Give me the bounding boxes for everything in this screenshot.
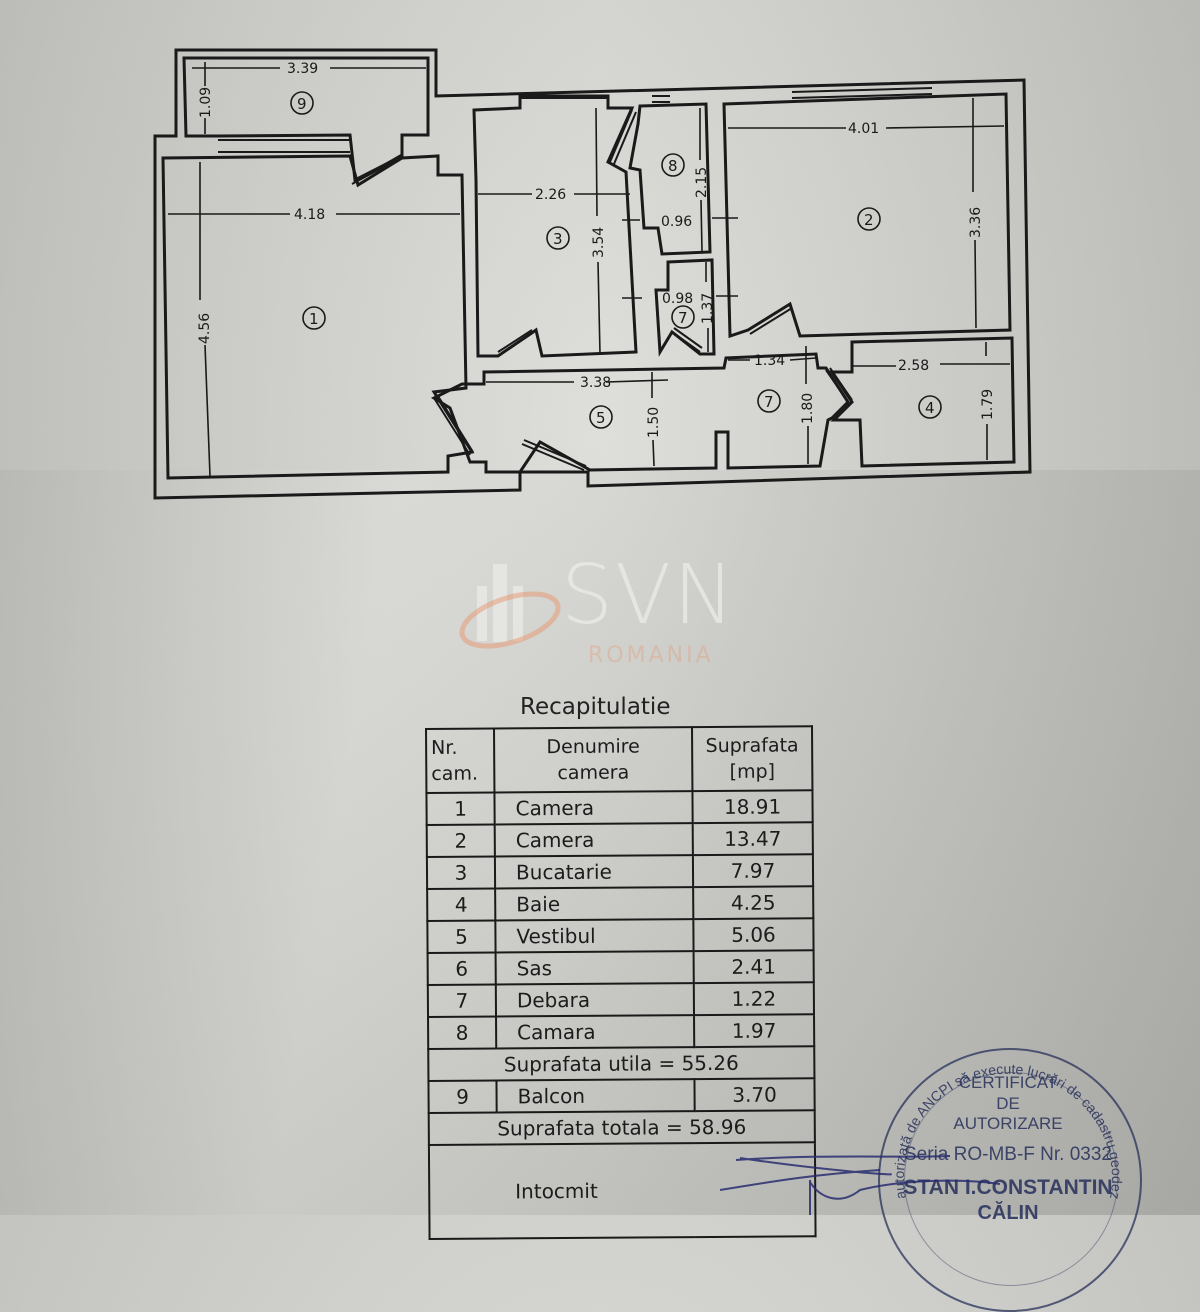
dim-7b-height: 1.37 <box>700 293 716 324</box>
stamp-arc-text: autorizată de ANCPI să execute lucrări d… <box>878 1048 1125 1201</box>
dim-2-height: 3.36 <box>968 207 984 238</box>
svg-text:7: 7 <box>678 309 688 327</box>
room-label-1: 1 <box>302 306 326 330</box>
stamp-series: Seria RO-MB-F Nr. 0332 <box>904 1144 1112 1165</box>
svg-text:3: 3 <box>553 230 563 248</box>
svn-watermark: SVN ROMANIA <box>455 548 755 678</box>
useful-area-row: Suprafata utila = 55.26 <box>428 1046 815 1081</box>
dim-5-width: 3.38 <box>580 375 611 391</box>
svg-text:4: 4 <box>925 399 935 417</box>
svg-text:8: 8 <box>668 157 678 175</box>
stamp-line-1: CERTIFICAT <box>958 1073 1058 1092</box>
dim-3-width: 2.26 <box>535 187 566 203</box>
dim-8-width: 0.96 <box>661 214 692 230</box>
svg-text:5: 5 <box>596 409 606 427</box>
dim-7a-height: 1.80 <box>800 393 816 424</box>
stamp-line-3: AUTORIZARE <box>953 1114 1063 1133</box>
dim-1-width: 4.18 <box>294 207 325 223</box>
dim-4-height: 1.79 <box>980 389 996 420</box>
svg-text:7: 7 <box>764 393 774 411</box>
dim-9-height: 1.09 <box>198 87 214 118</box>
dim-9-width: 3.39 <box>287 61 318 77</box>
stamp-name: STAN I.CONSTANTIN <box>903 1176 1113 1199</box>
floor-plan: 3.39 1.09 4.18 4.56 2.26 3.54 0.96 2.15 … <box>153 48 1032 500</box>
svg-text:2: 2 <box>864 211 874 229</box>
room-label-7a: 7 <box>757 389 781 413</box>
svg-text:1: 1 <box>309 310 319 328</box>
header-nr: Nr.cam. <box>426 728 495 793</box>
room-label-3: 3 <box>546 226 570 250</box>
signature-scribble <box>719 1155 1001 1215</box>
room-label-7b: 7 <box>671 305 695 329</box>
dim-1-height: 4.56 <box>197 313 213 344</box>
useful-area: Suprafata utila = 55.26 <box>428 1046 815 1081</box>
dim-3-height: 3.54 <box>591 227 607 258</box>
svn-logo-icon <box>459 564 561 649</box>
room-label-8: 8 <box>661 153 685 177</box>
room-label-9: 9 <box>290 91 314 115</box>
watermark-subtitle: ROMANIA <box>588 643 714 668</box>
room-label-4: 4 <box>918 395 942 419</box>
dim-7b-width: 0.98 <box>662 291 693 307</box>
header-area: Suprafata[mp] <box>692 726 813 792</box>
dim-4-width: 2.58 <box>898 358 929 374</box>
dim-7a-width: 1.34 <box>754 353 785 369</box>
watermark-brand: SVN <box>561 548 737 643</box>
dim-2-width: 4.01 <box>848 121 879 137</box>
recap-title: Recapitulatie <box>520 694 671 720</box>
room-label-2: 2 <box>857 207 881 231</box>
dim-5-height: 1.50 <box>646 407 662 438</box>
room-label-5: 5 <box>589 405 613 429</box>
stamp-line-2: DE <box>996 1094 1020 1113</box>
dim-8-height: 2.15 <box>694 167 710 198</box>
svg-text:9: 9 <box>297 95 307 113</box>
